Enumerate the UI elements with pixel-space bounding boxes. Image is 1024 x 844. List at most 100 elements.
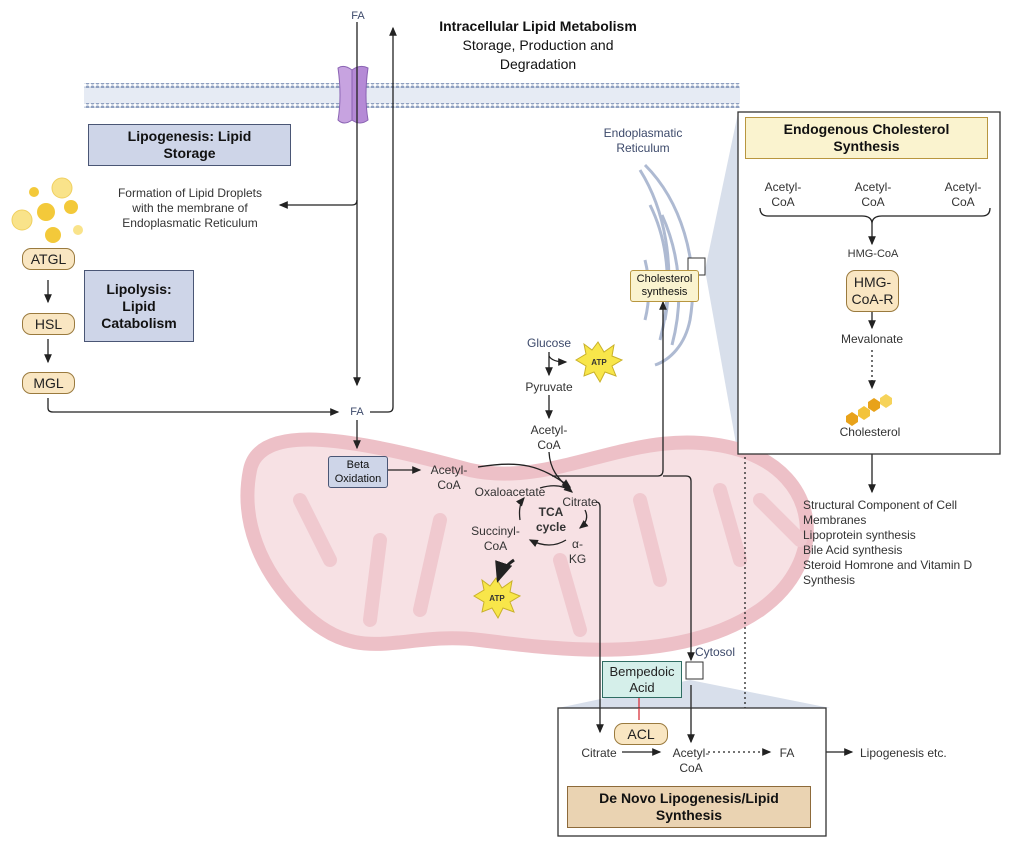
atp-burst-icon (473, 341, 624, 620)
alpha-kg-label: α- KG (565, 537, 590, 567)
mito-acetyl-coa: Acetyl- CoA (424, 463, 474, 493)
use-item: Membranes (803, 513, 867, 527)
title-sub2: Degradation (499, 56, 577, 72)
enzyme-hmg-coa-reductase: HMG- CoA-R (846, 270, 899, 312)
succinyl-coa-suffix: CoA (483, 539, 508, 553)
atp-label-tca: ATP (489, 594, 505, 603)
dnl-citrate-label: Citrate (581, 746, 617, 760)
chol-acetyl-coa-1: Acetyl- CoA (758, 180, 808, 210)
chol-acetyl-1a: Acetyl- (764, 180, 802, 194)
coa-label-gly: CoA (537, 438, 561, 452)
acetyl-label-gly: Acetyl- (530, 423, 568, 437)
chol-title-2: Synthesis (833, 138, 900, 154)
cholesterol-synthesis-box: Cholesterol synthesis (630, 270, 699, 302)
dnl-fa-label: FA (779, 746, 795, 760)
lipid-droplets-icon (11, 177, 83, 243)
succinyl-coa-label: Succinyl- CoA (468, 524, 523, 554)
enzyme-hsl: HSL (22, 313, 75, 335)
plasma-membrane (84, 83, 740, 108)
atp-yield-arrow (495, 558, 515, 583)
use-item: Synthesis (803, 573, 856, 587)
chol-acetyl-1b: CoA (771, 195, 795, 209)
tca-cycle-label: TCA cycle (531, 505, 571, 535)
chol-acetyl-3a: Acetyl- (944, 180, 982, 194)
cholesterol-synth-label-2: synthesis (641, 286, 688, 298)
zoom-wedge-cytosol (558, 680, 830, 708)
glycolysis-acetyl-coa: Acetyl- CoA (524, 423, 574, 453)
fa-label-lipolysis: FA (350, 406, 364, 418)
hmg-coa-label: HMG-CoA (847, 248, 899, 260)
cholesterol-label: Cholesterol (839, 425, 901, 439)
lipolysis-label-3: Catabolism (101, 314, 177, 331)
acetyl-label: Acetyl- (430, 463, 468, 477)
use-item: Structural Component of Cell (803, 498, 958, 512)
cytosol-label: Cytosol (694, 645, 735, 659)
enzyme-acl: ACL (614, 723, 668, 745)
drug-label-1: Bempedoic (609, 663, 675, 679)
lipolysis-box: Lipolysis: Lipid Catabolism (84, 270, 194, 342)
drug-label-2: Acid (629, 679, 655, 695)
droplet-text-1: Formation of Lipid Droplets (117, 186, 263, 200)
endoplasmic-reticulum-icon (638, 163, 694, 367)
citrate-label: Citrate (562, 495, 598, 509)
diagram-title: Intracellular Lipid Metabolism Storage, … (420, 17, 656, 74)
glucose-label: Glucose (526, 336, 572, 350)
beta-oxidation-box: Beta Oxidation (328, 456, 388, 488)
hmg-r-label-1: HMG- (853, 274, 892, 290)
chol-acetyl-coa-3: Acetyl- CoA (938, 180, 988, 210)
chol-acetyl-coa-2: Acetyl- CoA (848, 180, 898, 210)
beta-label: Beta (346, 459, 370, 471)
lipogenesis-label-2: Storage (163, 145, 216, 161)
dnl-title-1: De Novo Lipogenesis/Lipid (599, 790, 779, 806)
lipolysis-label-1: Lipolysis: (106, 280, 172, 297)
cholesterol-synth-label-1: Cholesterol (636, 273, 693, 285)
use-item: Bile Acid synthesis (803, 543, 903, 557)
droplet-text-2: with the membrane of (132, 201, 248, 215)
chol-title-1: Endogenous Cholesterol (783, 121, 950, 137)
cycle-label: cycle (535, 520, 567, 534)
hmg-r-label-2: CoA-R (851, 291, 894, 307)
lipogenesis-etc-label: Lipogenesis etc. (860, 746, 947, 760)
mevalonate-label: Mevalonate (840, 332, 904, 346)
pyruvate-label: Pyruvate (525, 380, 573, 394)
mitochondrion (240, 432, 814, 657)
succinyl-label: Succinyl- (471, 524, 520, 538)
zoom-wedge-er (705, 113, 738, 455)
cytosol-zoom-square (685, 661, 704, 680)
chol-acetyl-2a: Acetyl- (854, 180, 892, 194)
title-main: Intracellular Lipid Metabolism (439, 18, 637, 34)
cholesterol-panel-title: Endogenous Cholesterol Synthesis (745, 117, 988, 159)
droplet-text-3: Endoplasmatic Reticulum (122, 216, 258, 230)
kg-label: KG (568, 552, 587, 566)
alpha-label: α- (572, 537, 583, 551)
chol-acetyl-2b: CoA (861, 195, 885, 209)
er-label-2: Reticulum (616, 141, 670, 155)
oxidation-label: Oxidation (334, 473, 382, 485)
dnl-coa-label: CoA (679, 761, 703, 775)
dnl-title-2: Synthesis (655, 807, 723, 823)
oxaloacetate-label: Oxaloacetate (474, 485, 546, 499)
atp-label-glycolysis: ATP (591, 358, 607, 367)
tca-label: TCA (538, 505, 564, 519)
cholesterol-molecule-icon-panel (846, 394, 892, 426)
title-sub1: Storage, Production and (462, 37, 614, 53)
er-label-1: Endoplasmatic (603, 126, 683, 140)
enzyme-mgl: MGL (22, 372, 75, 394)
coa-label: CoA (437, 478, 461, 492)
er-label: Endoplasmatic Reticulum (598, 126, 688, 156)
dnl-panel-title: De Novo Lipogenesis/Lipid Synthesis (567, 786, 811, 828)
lipogenesis-label-1: Lipogenesis: Lipid (127, 128, 252, 144)
fa-transporter-icon (337, 65, 369, 124)
dnl-acetyl-label: Acetyl- (672, 746, 710, 760)
fa-label-top: FA (351, 10, 365, 22)
cholesterol-uses-list: Structural Component of Cell Membranes L… (803, 498, 972, 588)
bempedoic-acid-box: Bempedoic Acid (602, 661, 682, 698)
use-item: Lipoprotein synthesis (803, 528, 916, 542)
dnl-acetyl-coa: Acetyl- CoA (666, 746, 716, 776)
lipolysis-label-2: Lipid (122, 297, 156, 314)
lipid-droplet-formation-text: Formation of Lipid Droplets with the mem… (105, 186, 275, 231)
chol-acetyl-3b: CoA (951, 195, 975, 209)
enzyme-atgl: ATGL (22, 248, 75, 270)
use-item: Steroid Homrone and Vitamin D (803, 558, 973, 572)
